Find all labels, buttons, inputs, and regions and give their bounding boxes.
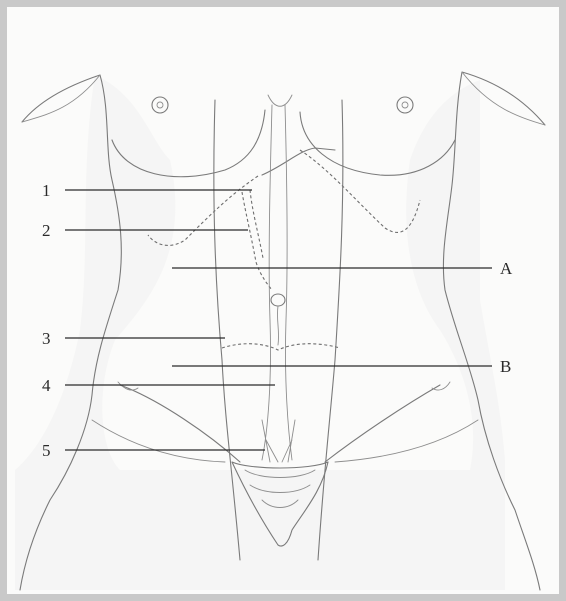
shoulder-left xyxy=(22,75,100,122)
umbilicus-tail xyxy=(277,306,278,345)
label-2: 2 xyxy=(42,221,51,240)
linea-alba-left xyxy=(262,105,272,460)
asis-left xyxy=(118,382,138,390)
torso-shading xyxy=(15,75,505,590)
areola-right xyxy=(402,102,408,108)
costal-margin-right xyxy=(300,150,420,232)
label-5: 5 xyxy=(42,441,51,460)
hip-fold-right xyxy=(335,420,478,462)
umbilicus xyxy=(271,294,285,306)
asis-right xyxy=(432,382,450,390)
label-A: A xyxy=(500,259,513,278)
label-1: 1 xyxy=(42,181,51,200)
areola-left xyxy=(157,102,163,108)
label-B: B xyxy=(500,357,511,376)
inguinal-right xyxy=(325,385,440,462)
sternum xyxy=(268,95,292,106)
subcostal-line-2 xyxy=(250,190,263,258)
subcostal-line xyxy=(242,192,272,290)
arcuate-line xyxy=(222,344,340,350)
nipple-left xyxy=(152,97,168,113)
label-3: 3 xyxy=(42,329,51,348)
xiphoid-flap xyxy=(262,148,335,175)
label-4: 4 xyxy=(42,376,51,395)
nipple-right xyxy=(397,97,413,113)
hip-fold-left xyxy=(92,420,225,462)
